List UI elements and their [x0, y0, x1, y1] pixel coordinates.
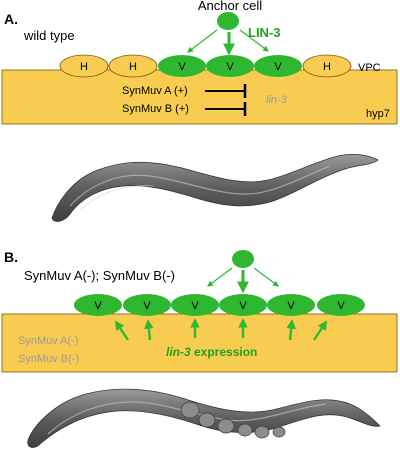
vpc-fate: V	[274, 61, 282, 73]
lin3-arrow	[114, 320, 129, 341]
panel-b-genotype: SynMuv A(-); SynMuv B(-)	[24, 268, 175, 283]
vpc-fate: V	[337, 300, 345, 312]
hyp7-label: hyp7	[366, 108, 390, 120]
lin3-arrow	[144, 319, 154, 341]
vpc-fate: V	[191, 300, 199, 312]
lin3-expression-label: lin-3 expression	[166, 345, 257, 359]
vpc-cell	[302, 54, 352, 78]
synmuv-a-mutant: SynMuv A(-)	[18, 335, 79, 347]
vpc-cell	[267, 294, 315, 316]
vpc-fate: H	[323, 61, 331, 73]
lin3-gene-a: lin-3	[266, 94, 288, 106]
vpc-row-b: V V V V V V	[74, 294, 365, 316]
vpc-cell	[158, 55, 206, 77]
hyp7-tissue	[1, 69, 398, 125]
panel-a-letter: A.	[4, 11, 18, 27]
vpc-cell	[171, 294, 219, 316]
vpc-row-a: H H V V V H	[59, 54, 352, 78]
signal-arrow-left-b	[207, 267, 233, 287]
lin3-arrow	[313, 320, 328, 341]
panel-b: B. SynMuv A(-); SynMuv B(-) V V V V V V	[1, 249, 398, 448]
vpc-fate: V	[287, 300, 295, 312]
vpc-cell	[219, 294, 267, 316]
signal-arrow-left	[187, 29, 218, 53]
multivulva-worm-image	[27, 388, 381, 448]
anchor-cell-label: Anchor cell	[198, 0, 262, 13]
vpc-fate: V	[143, 300, 151, 312]
vpc-fate: V	[226, 61, 234, 73]
panel-a: A. wild type Anchor cell LIN-3 H H V V V…	[1, 0, 398, 222]
lin3-arrows	[114, 318, 328, 341]
ectopic-vulva	[254, 425, 270, 439]
synmuv-a-wt: SynMuv A (+)	[122, 85, 188, 97]
vpc-cell	[59, 54, 109, 78]
ectopic-vulva	[198, 412, 216, 428]
expression-word: expression	[191, 345, 258, 359]
panel-b-letter: B.	[4, 249, 18, 265]
lin3-arrow	[286, 319, 296, 341]
wild-type-worm-image	[51, 154, 379, 222]
vpc-label: VPC	[358, 62, 381, 74]
signal-arrow-right-b	[253, 267, 279, 287]
anchor-cell-a	[217, 12, 239, 30]
vpc-fate: V	[239, 300, 247, 312]
ectopic-vulva	[217, 418, 235, 434]
vpc-cell	[123, 294, 171, 316]
signal-arrow-right	[239, 29, 269, 52]
lin3-signal-label: LIN-3	[248, 25, 281, 40]
vpc-fate: H	[80, 61, 88, 73]
synmuv-b-mutant: SynMuv B(-)	[18, 353, 79, 365]
anchor-cell-b	[232, 250, 254, 268]
synmuv-b-wt: SynMuv B (+)	[122, 103, 189, 115]
vpc-fate: V	[178, 61, 186, 73]
ectopic-vulva	[180, 401, 200, 419]
vpc-cell	[254, 55, 302, 77]
ectopic-vulva	[272, 426, 286, 438]
vpc-cell	[108, 54, 158, 78]
lin3-gene-b: lin-3	[166, 345, 191, 359]
vpc-cell	[206, 55, 254, 77]
vpc-fate: H	[129, 61, 137, 73]
panel-a-genotype: wild type	[23, 28, 75, 43]
vpc-fate: V	[94, 300, 102, 312]
vpc-cell	[74, 294, 122, 316]
vpc-cell	[317, 294, 365, 316]
ectopic-vulva	[237, 423, 253, 437]
